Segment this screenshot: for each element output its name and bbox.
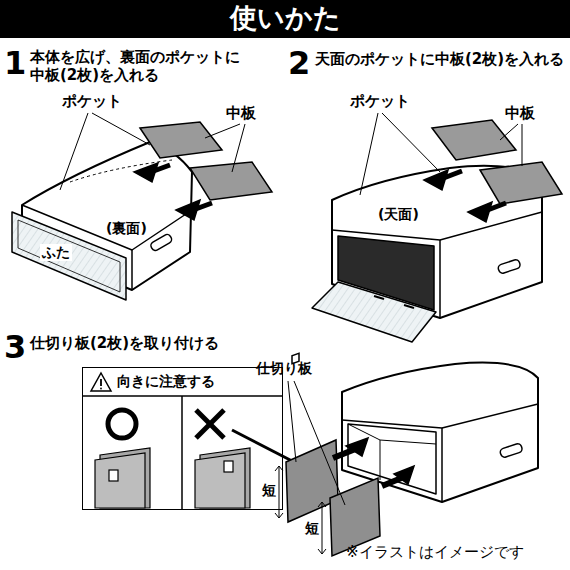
label-text: ふた	[40, 244, 72, 261]
title-band	[0, 0, 570, 38]
middle-board-step1	[134, 122, 272, 220]
middle-board-step2	[424, 120, 562, 222]
label-text: 短	[262, 482, 276, 499]
leader-lines-step2	[360, 113, 522, 195]
label-text: ポケット	[350, 92, 410, 110]
step-number: 2	[288, 44, 310, 82]
storage-box-step1	[12, 142, 192, 300]
label-text: 短	[305, 520, 319, 537]
label-text: (天面)	[376, 206, 421, 223]
label-text: 仕切り板	[256, 360, 312, 377]
callout-line	[232, 430, 294, 462]
label-text: 仕切り板(2枚)を取り付ける	[30, 334, 219, 352]
label-text: ※イラストはイメージです	[346, 543, 524, 561]
step-number: 3	[4, 328, 26, 366]
label-text: 中板	[505, 104, 535, 122]
caution-text: 向きに注意する	[83, 368, 282, 390]
leader-lines-step3	[275, 381, 345, 554]
caution-panel: 向きに注意する	[82, 367, 283, 510]
label-text: 本体を広げ、裏面のポケットに中板(2枚)を入れる	[30, 48, 246, 84]
label-text: ポケット	[62, 92, 122, 110]
step-number: 1	[4, 44, 26, 82]
label-text: 天面のポケットに中板(2枚)を入れる	[315, 50, 564, 68]
partition-boards	[286, 353, 414, 556]
label-text: 中板	[226, 104, 256, 122]
label-text: (裏面)	[104, 220, 149, 237]
leader-lines-step1	[60, 113, 245, 190]
title: 使いかた	[0, 2, 570, 34]
